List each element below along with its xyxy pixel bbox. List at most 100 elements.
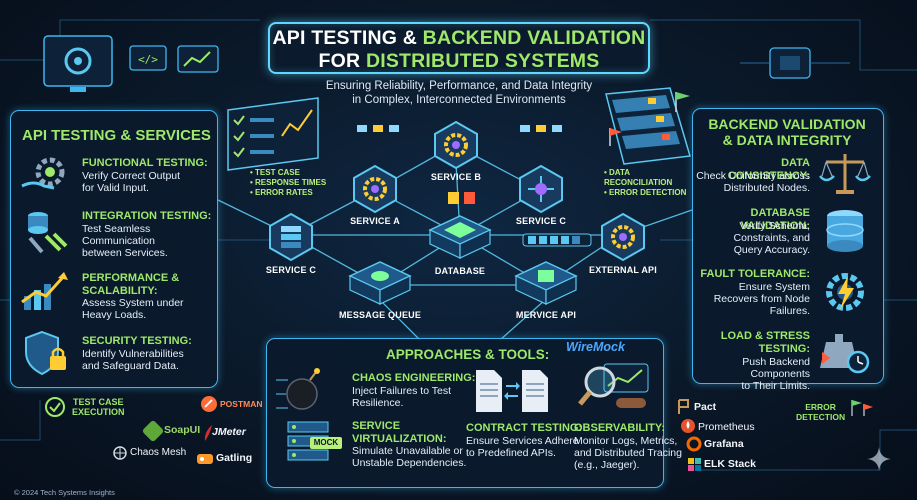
- jmeter-label: JMeter: [212, 426, 246, 438]
- growth-chart-icon: [21, 272, 68, 310]
- contract-documents-icon: [476, 370, 548, 412]
- grafana-icon: [686, 436, 702, 452]
- service-a-node: [353, 164, 397, 214]
- gear-lightning-icon: [826, 273, 864, 311]
- sparkle-icon: [867, 447, 891, 471]
- pact-label: Pact: [694, 401, 717, 413]
- item-heading: OBSERVABILITY:: [574, 422, 666, 434]
- approaches-tools-panel: [266, 338, 664, 488]
- subtitle-line: Ensuring Reliability, Performance, and D…: [325, 80, 593, 92]
- conflict-icon: [448, 192, 475, 204]
- soapui-icon: [142, 420, 164, 442]
- item-heading: SECURITY TESTING:: [82, 335, 192, 347]
- database-label: DATABASE: [434, 266, 486, 276]
- analytics-monitor-icon: [177, 45, 219, 73]
- item-heading: DATA CONSISTENCY:: [727, 157, 810, 182]
- svg-text:</>: </>: [138, 53, 158, 66]
- mock-tag: MOCK: [310, 437, 342, 449]
- postman-label: POSTMAN: [220, 399, 263, 409]
- service-b-label: SERVICE B: [430, 172, 482, 182]
- external-api-label: EXTERNAL API: [589, 265, 657, 275]
- item-heading: INTEGRATION TESTING:: [82, 210, 212, 222]
- prometheus-icon: [681, 419, 695, 433]
- soapui-label: SoapUI: [164, 424, 201, 436]
- service-c-label: SERVICE C: [515, 216, 567, 226]
- test-dashboard-icon: [227, 97, 319, 171]
- approaches-tools-title: APPROACHES & TOOLS:: [386, 347, 550, 362]
- title-part: FOR: [318, 50, 361, 72]
- wiremock-logo: WireMock: [566, 340, 625, 354]
- item-heading: FUNCTIONAL TESTING:: [82, 157, 208, 169]
- database-link-icon: [28, 212, 68, 254]
- postman-icon: [201, 396, 217, 412]
- shield-lock-icon: [25, 330, 66, 376]
- error-flags-icon: [851, 400, 873, 416]
- observability-magnifier-icon: [578, 363, 649, 408]
- balance-scale-icon: [819, 154, 871, 194]
- title-part: DISTRIBUTED SYSTEMS: [365, 50, 600, 72]
- prometheus-label: Prometheus: [698, 421, 755, 433]
- backend-validation-title: BACKEND VALIDATION& DATA INTEGRITY: [708, 116, 866, 148]
- chaos-mesh-label: Chaos Mesh: [130, 447, 187, 458]
- checkmark-icon: [45, 397, 65, 417]
- title-line-2: FOR DISTRIBUTED SYSTEMS: [270, 50, 648, 73]
- subtitle: Ensuring Reliability, Performance, and D…: [300, 79, 618, 107]
- chaos-mesh-icon: [113, 446, 127, 460]
- title-line-1: API TESTING & BACKEND VALIDATION: [270, 27, 648, 50]
- database-icon: [826, 210, 864, 252]
- chaos-bomb-icon: [276, 368, 320, 410]
- mervice-api-node: [514, 261, 578, 305]
- item-heading: FAULT TOLERANCE:: [700, 268, 810, 280]
- data-reconciliation-table: [605, 87, 691, 165]
- message-queue-label: MESSAGE QUEUE: [338, 310, 422, 320]
- item-heading: DATABASE VALIDATION:: [740, 207, 810, 232]
- footer-copyright: © 2024 Tech Systems Insights: [14, 488, 115, 497]
- subtitle-line: in Complex, Interconnected Environments: [352, 94, 566, 106]
- title-part: BACKEND VALIDATION: [422, 27, 646, 49]
- external-api-node: [601, 212, 645, 262]
- title-part: API TESTING &: [272, 27, 418, 49]
- message-queue-node: [348, 261, 412, 305]
- service-c-left-node: [269, 212, 313, 262]
- service-a-label: SERVICE A: [350, 216, 400, 226]
- elk-icon: [688, 458, 701, 471]
- mervice-api-label: MERVICE API: [515, 310, 577, 320]
- item-heading: CONTRACT TESTING:: [466, 422, 583, 434]
- test-bullets: • TEST CASE • RESPONSE TIMES • ERROR RAT…: [250, 168, 327, 197]
- code-monitor-icon: </>: [129, 45, 167, 71]
- gatling-label: Gatling: [216, 452, 253, 464]
- circuit-chip-icon: [740, 47, 850, 79]
- database-node: [428, 215, 492, 259]
- jmeter-feather-icon: [204, 425, 212, 441]
- grafana-label: Grafana: [704, 438, 744, 450]
- item-heading: CHAOS ENGINEERING:: [352, 372, 476, 384]
- weight-stopwatch-icon: [820, 334, 870, 374]
- api-testing-title: API TESTING & SERVICES: [22, 127, 211, 144]
- gatling-icon: [197, 454, 213, 464]
- throughput-bar: [522, 233, 592, 247]
- gear-hand-icon: [21, 157, 65, 190]
- title-banner: API TESTING & BACKEND VALIDATION FOR DIS…: [268, 22, 650, 74]
- service-b-node: [434, 120, 478, 170]
- envelope-icons: [520, 125, 562, 132]
- elk-label: ELK Stack: [704, 458, 756, 470]
- item-description: Monitor Logs, Metrics,and Distributed Tr…: [574, 435, 682, 471]
- service-c-node: [519, 164, 563, 214]
- data-bullets: • DATA RECONCILIATION • ERROR DETECTION: [604, 168, 687, 197]
- item-heading: PERFORMANCE &SCALABILITY:: [82, 272, 180, 297]
- envelope-icons: [357, 125, 399, 132]
- service-c-left-label: SERVICE C: [265, 265, 317, 275]
- pact-icon: [678, 399, 689, 414]
